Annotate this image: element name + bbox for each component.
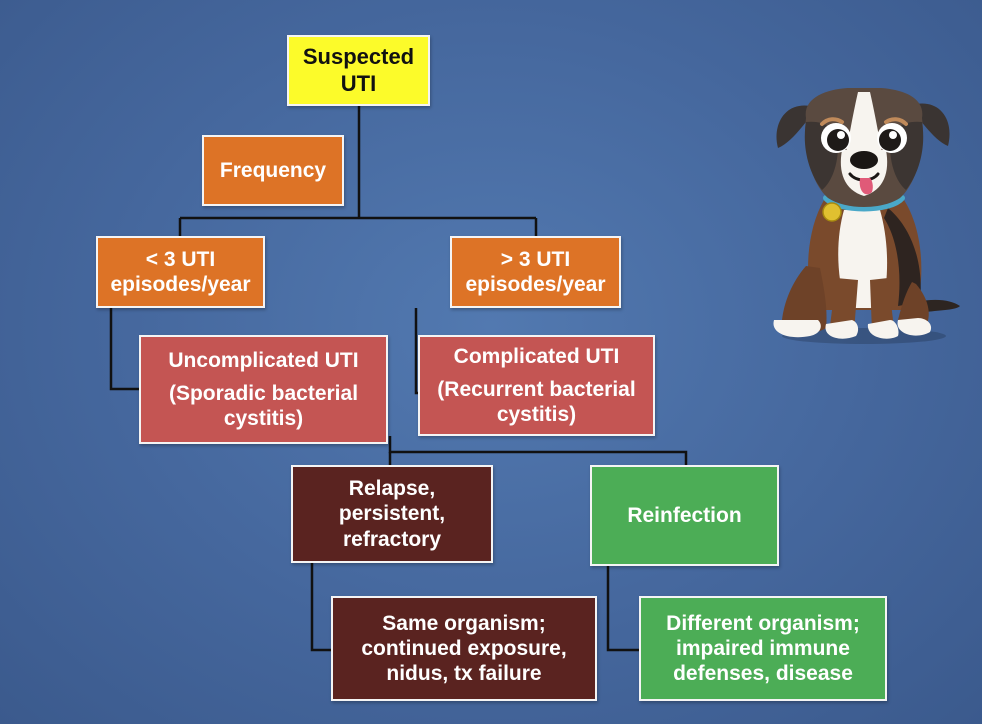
more-than-3-line1: > 3 UTI	[500, 247, 571, 271]
different-organism-line1: Different organism;	[666, 611, 860, 635]
suspected-uti-box: Suspected UTI	[287, 35, 430, 106]
reinfection-label: Reinfection	[627, 503, 742, 527]
uncomplicated-line3: cystitis)	[223, 407, 304, 431]
same-organism-box: Same organism; continued exposure, nidus…	[331, 596, 597, 701]
same-organism-line1: Same organism;	[382, 611, 546, 635]
complicated-line1: Complicated UTI	[453, 344, 620, 368]
different-organism-line2: impaired immune	[676, 636, 850, 660]
connector-to-uncomplicated	[109, 308, 139, 391]
relapse-line2: persistent,	[338, 502, 446, 526]
suspected-uti-line2: UTI	[340, 70, 377, 96]
different-organism-box: Different organism; impaired immune defe…	[639, 596, 887, 701]
relapse-box: Relapse, persistent, refractory	[291, 465, 493, 563]
connector-to-different-organism	[606, 566, 639, 652]
reinfection-box: Reinfection	[590, 465, 779, 566]
same-organism-line2: continued exposure,	[361, 636, 567, 660]
complicated-line3: cystitis)	[496, 403, 577, 427]
complicated-uti-box: Complicated UTI (Recurrent bacterial cys…	[418, 335, 655, 436]
uncomplicated-line2: (Sporadic bacterial	[168, 381, 359, 405]
less-than-3-episodes-box: < 3 UTI episodes/year	[96, 236, 265, 308]
connector-to-complicated	[414, 308, 418, 395]
relapse-line1: Relapse,	[348, 477, 436, 501]
frequency-label: Frequency	[219, 158, 327, 182]
relapse-line3: refractory	[342, 527, 442, 551]
less-than-3-line1: < 3 UTI	[145, 247, 216, 271]
uncomplicated-line1: Uncomplicated UTI	[168, 348, 359, 372]
more-than-3-episodes-box: > 3 UTI episodes/year	[450, 236, 621, 308]
cartoon-boxer-dog-icon	[773, 88, 960, 344]
same-organism-line3: nidus, tx failure	[386, 662, 542, 686]
connector-complicated-branch	[388, 436, 688, 465]
suspected-uti-line1: Suspected	[302, 44, 415, 70]
connector-to-same-organism	[310, 563, 331, 652]
complicated-line2: (Recurrent bacterial	[437, 377, 636, 401]
frequency-box: Frequency	[202, 135, 344, 206]
uncomplicated-uti-box: Uncomplicated UTI (Sporadic bacterial cy…	[139, 335, 388, 444]
more-than-3-line2: episodes/year	[465, 273, 606, 296]
less-than-3-line2: episodes/year	[110, 273, 251, 296]
different-organism-line3: defenses, disease	[673, 662, 853, 686]
